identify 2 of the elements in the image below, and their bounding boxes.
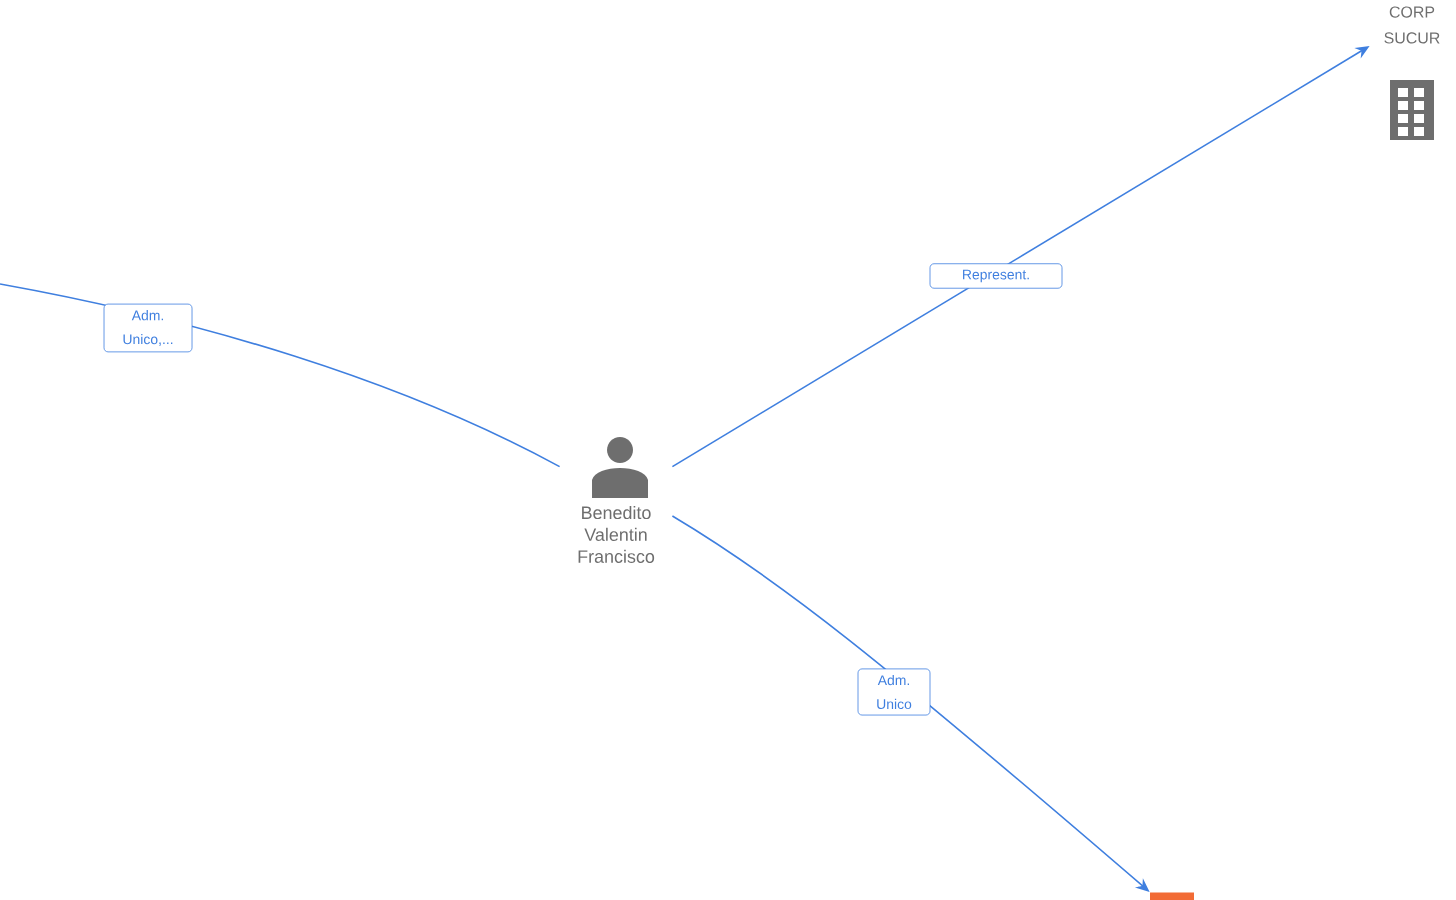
person-label: Benedito Valentin Francisco [578, 505, 655, 563]
bar [1150, 892, 1194, 900]
